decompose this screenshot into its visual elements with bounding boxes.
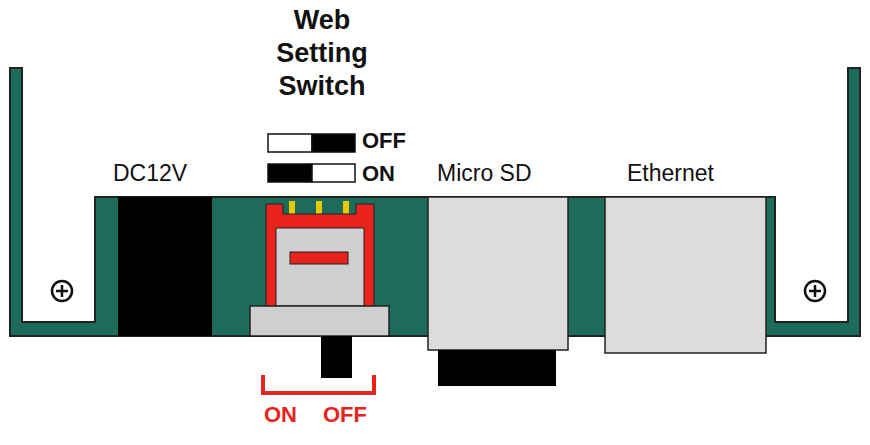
port-label: Micro SD — [437, 160, 532, 187]
port-label: DC12V — [113, 160, 187, 187]
state-label: ON — [362, 161, 395, 187]
position-label: OFF — [323, 402, 367, 428]
switch-title: Web Setting Switch — [247, 4, 397, 103]
switch-icon — [268, 134, 355, 182]
port-label: Ethernet — [627, 160, 714, 187]
ethernet-port — [605, 197, 766, 353]
slide-switch — [250, 201, 389, 378]
microsd-slot — [428, 197, 568, 350]
state-label: OFF — [362, 128, 406, 154]
microsd-card — [438, 350, 556, 386]
position-label: ON — [264, 402, 297, 428]
bracket — [263, 375, 374, 393]
dc-jack — [118, 197, 212, 336]
